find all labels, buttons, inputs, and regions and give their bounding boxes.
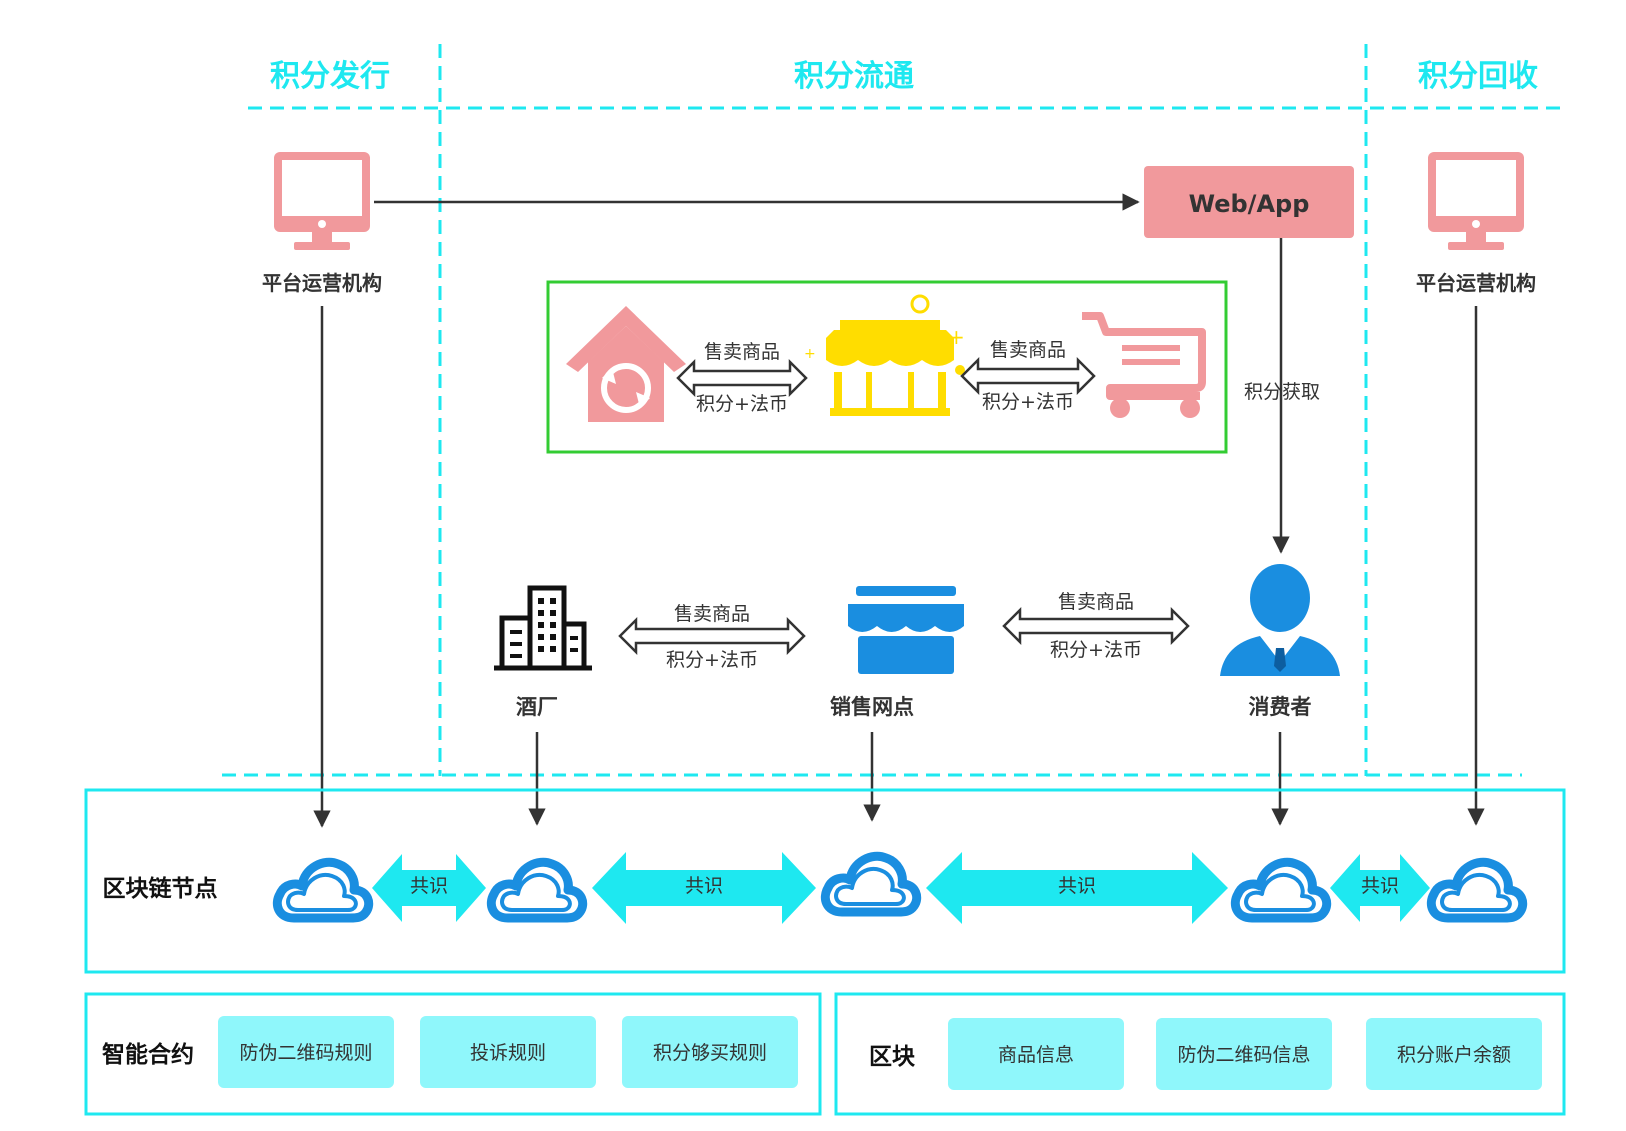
- block-item-label: 积分账户余额: [1397, 1044, 1511, 1066]
- svg-text:+: +: [804, 346, 816, 362]
- cloud-icon: [1431, 862, 1522, 918]
- block-item-label: 商品信息: [998, 1044, 1074, 1066]
- contract-rule-pill: [420, 1016, 596, 1088]
- consensus-label: 共识: [1361, 875, 1399, 897]
- person-icon: [1220, 564, 1340, 676]
- points-get-label: 积分获取: [1244, 381, 1320, 403]
- block-item-pill: [1366, 1018, 1542, 1090]
- platform-right-label: 平台运营机构: [1416, 271, 1536, 295]
- building-icon: [494, 585, 592, 671]
- double-arrow-winery-outlet: [618, 616, 806, 656]
- smart-contract-box: [84, 992, 822, 1116]
- contract-rule-label: 投诉规则: [470, 1042, 546, 1064]
- cloud-icon: [491, 862, 582, 918]
- smart-contract-label: 智能合约: [102, 1041, 194, 1068]
- blockchain-box: [84, 788, 1566, 974]
- consensus-label: 共识: [410, 875, 448, 897]
- contract-rule-label: 防伪二维码规则: [239, 1042, 372, 1064]
- computer-monitor-icon: [1428, 152, 1524, 250]
- edge-label-pay: 积分+法币: [982, 391, 1074, 413]
- shopping-cart-icon: [1082, 312, 1206, 418]
- block-item-label: 防伪二维码信息: [1177, 1044, 1310, 1066]
- consensus-arrow: [592, 852, 816, 924]
- consensus-arrow: [1330, 854, 1430, 922]
- block-item-pill: [1156, 1018, 1332, 1090]
- edge-label-sell: 售卖商品: [990, 339, 1066, 361]
- store-icon: [848, 586, 964, 674]
- edge-label-sell: 售卖商品: [674, 603, 750, 625]
- edge-label-sell: 售卖商品: [704, 341, 780, 363]
- consensus-arrow: [926, 852, 1228, 924]
- contract-rule-pill: [218, 1016, 394, 1088]
- webapp-box: [1144, 166, 1354, 238]
- platform-left-label: 平台运营机构: [262, 271, 382, 295]
- edge-label-pay: 积分+法币: [696, 393, 788, 415]
- edge-label-pay: 积分+法币: [1050, 639, 1142, 661]
- cloud-icon: [1235, 862, 1326, 918]
- blockchain-label: 区块链节点: [103, 875, 218, 902]
- block-box: [834, 992, 1566, 1116]
- block-item-pill: [948, 1018, 1124, 1090]
- section-title-recycle: 积分回收: [1418, 59, 1538, 94]
- consensus-arrow: [372, 854, 486, 922]
- section-title-circulate: 积分流通: [794, 59, 914, 94]
- webapp-label: Web/App: [1189, 190, 1310, 218]
- double-arrow-outlet-consumer: [1002, 606, 1190, 646]
- cloud-icon: [825, 856, 916, 912]
- consensus-label: 共识: [1058, 875, 1096, 897]
- winery-label: 酒厂: [516, 695, 558, 719]
- block-label: 区块: [869, 1044, 915, 1070]
- computer-monitor-icon: [274, 152, 370, 250]
- double-arrow-factory-shop: [676, 358, 808, 398]
- edge-label-sell: 售卖商品: [1058, 591, 1134, 613]
- svg-text:+: +: [948, 325, 965, 349]
- edge-label-pay: 积分+法币: [666, 649, 758, 671]
- contract-rule-pill: [622, 1016, 798, 1088]
- section-title-issue: 积分发行: [270, 59, 390, 94]
- outlet-label: 销售网点: [830, 695, 914, 719]
- consensus-label: 共识: [685, 875, 723, 897]
- cloud-icon: [277, 862, 368, 918]
- consumer-label: 消费者: [1249, 695, 1312, 719]
- retail-flow-box: [546, 280, 1228, 454]
- factory-refresh-icon: [566, 306, 686, 422]
- shop-awning-icon: + +: [804, 294, 965, 416]
- contract-rule-label: 积分够买规则: [653, 1042, 767, 1064]
- double-arrow-shop-cart: [960, 356, 1096, 396]
